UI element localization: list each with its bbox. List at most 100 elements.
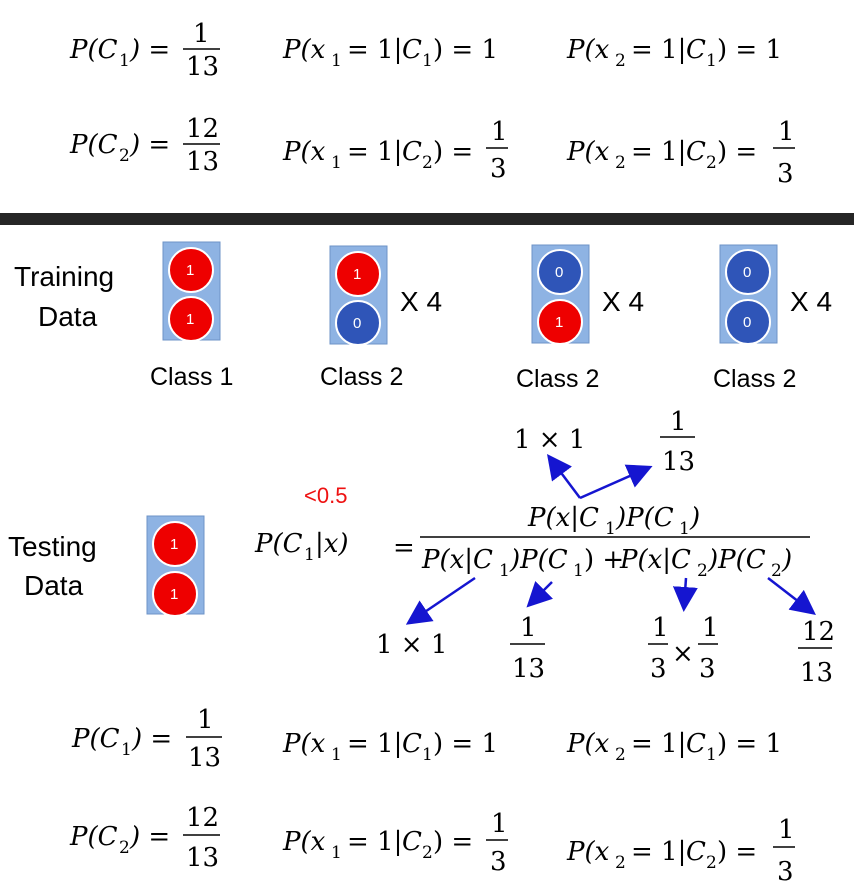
fraction-denominator: 13 bbox=[186, 147, 219, 177]
prob-x2-given-c1-bottom: P(x 2 = 1| C 1 ) = 1 bbox=[566, 729, 782, 765]
svg-text:1: 1 bbox=[422, 51, 433, 71]
svg-text:) =: ) = bbox=[129, 130, 170, 160]
svg-text:13: 13 bbox=[188, 743, 221, 773]
prob-p-c1-bottom: P(C 1 ) = 1 13 bbox=[71, 705, 222, 773]
svg-text:1: 1 bbox=[331, 153, 342, 173]
prob-x1-given-c1-bottom: P(x 1 = 1| C 1 ) = 1 bbox=[282, 729, 498, 765]
svg-text:P(x|C: P(x|C bbox=[619, 545, 691, 575]
svg-text:= 1|: = 1| bbox=[631, 137, 686, 167]
bayes-denominator: P(x|C 1 )P(C 1 ) + P(x|C 2 )P(C 2 ) bbox=[421, 545, 792, 581]
svg-text:13: 13 bbox=[512, 654, 545, 684]
svg-text:1: 1 bbox=[422, 745, 433, 765]
svg-text:P(x|C: P(x|C bbox=[421, 545, 493, 575]
svg-text:)P(C: )P(C bbox=[707, 545, 766, 575]
svg-text:P(x: P(x bbox=[566, 35, 610, 65]
svg-text:= 1|: = 1| bbox=[347, 35, 402, 65]
svg-text:= 1|: = 1| bbox=[347, 729, 402, 759]
svg-text:) =: ) = bbox=[129, 35, 170, 65]
bayes-numerator: P(x|C 1 )P(C 1 ) bbox=[527, 503, 700, 539]
training-sample-class2-c: 0 0 X 4 Class 2 bbox=[713, 244, 832, 393]
bottom-probabilities: P(C 1 ) = 1 13 P(x 1 = 1| C 1 ) = 1 P(x … bbox=[69, 705, 795, 887]
svg-text:1: 1 bbox=[706, 745, 717, 765]
ball-label: 0 bbox=[743, 264, 751, 281]
svg-text:P(x|C: P(x|C bbox=[527, 503, 599, 533]
svg-text:P(x: P(x bbox=[282, 827, 326, 857]
section-divider bbox=[0, 213, 854, 225]
svg-text:) = 1: ) = 1 bbox=[433, 35, 498, 65]
svg-text:P(C: P(C bbox=[69, 35, 118, 65]
svg-text:1: 1 bbox=[702, 613, 719, 643]
fraction-denominator: 13 bbox=[186, 52, 219, 82]
svg-text:): ) bbox=[781, 545, 792, 575]
svg-text:) =: ) = bbox=[717, 137, 757, 167]
ball-label: 1 bbox=[555, 314, 563, 331]
svg-text:) +: ) + bbox=[584, 545, 624, 575]
svg-text:3: 3 bbox=[699, 654, 716, 684]
svg-text:2: 2 bbox=[697, 561, 708, 581]
svg-text:2: 2 bbox=[422, 843, 433, 863]
ball-label: 1 bbox=[186, 262, 194, 279]
svg-text:3: 3 bbox=[490, 847, 507, 877]
svg-text:) =: ) = bbox=[129, 822, 170, 852]
svg-text:1: 1 bbox=[778, 815, 795, 845]
multiplier: X 4 bbox=[790, 286, 832, 317]
fraction-numerator: 1 bbox=[193, 19, 210, 49]
training-label: Training bbox=[14, 261, 114, 292]
svg-text:C: C bbox=[686, 137, 706, 167]
svg-text:1: 1 bbox=[121, 740, 132, 760]
svg-text:C: C bbox=[686, 837, 706, 867]
svg-text:2: 2 bbox=[119, 146, 130, 166]
svg-text:C: C bbox=[402, 137, 422, 167]
svg-text:C: C bbox=[402, 729, 422, 759]
svg-text:3: 3 bbox=[490, 154, 507, 184]
svg-text:1: 1 bbox=[331, 745, 342, 765]
svg-text:C: C bbox=[402, 35, 422, 65]
svg-text:|x): |x) bbox=[315, 529, 349, 559]
svg-text:2: 2 bbox=[119, 838, 130, 858]
svg-text:) =: ) = bbox=[717, 837, 757, 867]
svg-text:3: 3 bbox=[777, 159, 794, 189]
prob-x2-given-c2-bottom: P(x 2 = 1| C 2 ) = 1 3 bbox=[566, 815, 795, 887]
ball-label: 0 bbox=[353, 315, 361, 332]
svg-text:) = 1: ) = 1 bbox=[717, 729, 782, 759]
svg-text:) =: ) = bbox=[433, 137, 473, 167]
ball-label: 1 bbox=[186, 311, 194, 328]
testing-label: Testing bbox=[8, 531, 97, 562]
svg-text:1: 1 bbox=[331, 51, 342, 71]
svg-text:P(x: P(x bbox=[282, 35, 326, 65]
svg-text:3: 3 bbox=[777, 857, 794, 887]
svg-text:2: 2 bbox=[771, 561, 782, 581]
ball-label: 1 bbox=[170, 536, 178, 553]
annotation-likelihood-denominator: 1 × 1 bbox=[376, 630, 447, 660]
annotation-likelihood: 1 × 1 bbox=[514, 425, 585, 455]
training-sample-class2-a: 1 0 X 4 Class 2 bbox=[320, 245, 442, 391]
svg-text:P(C: P(C bbox=[71, 724, 120, 754]
svg-text:= 1|: = 1| bbox=[347, 137, 402, 167]
prob-x1-given-c2-bottom: P(x 1 = 1| C 2 ) = 1 3 bbox=[282, 809, 508, 877]
svg-text:1: 1 bbox=[331, 843, 342, 863]
svg-text:P(x: P(x bbox=[566, 729, 610, 759]
prob-p-c2: P(C 2 ) = 12 13 bbox=[69, 114, 220, 177]
annotation-likelihood-c2: 1 3 × 1 3 bbox=[648, 613, 719, 684]
svg-text:P(C: P(C bbox=[254, 529, 303, 559]
svg-text:)P(C: )P(C bbox=[509, 545, 568, 575]
svg-text:3: 3 bbox=[650, 654, 667, 684]
posterior-lhs: P(C 1 |x) bbox=[254, 529, 349, 565]
prob-x1-given-c1: P(x 1 = 1| C 1 ) = 1 bbox=[282, 35, 498, 71]
prob-x2-given-c1: P(x 2 = 1| C 1 ) = 1 bbox=[566, 35, 782, 71]
svg-text:1: 1 bbox=[652, 613, 669, 643]
multiplier: X 4 bbox=[400, 286, 442, 317]
svg-text:1: 1 bbox=[605, 519, 616, 539]
annotation-arrows bbox=[405, 454, 816, 625]
testing-sample: 1 1 bbox=[146, 515, 205, 617]
svg-text:P(x: P(x bbox=[566, 137, 610, 167]
prob-x1-given-c2: P(x 1 = 1| C 2 ) = 1 3 bbox=[282, 117, 508, 184]
svg-text:1: 1 bbox=[670, 407, 687, 437]
svg-text:)P(C: )P(C bbox=[615, 503, 674, 533]
svg-text:= 1|: = 1| bbox=[631, 729, 686, 759]
fraction-numerator: 12 bbox=[186, 114, 219, 144]
svg-text:1: 1 bbox=[679, 519, 690, 539]
class-label: Class 1 bbox=[150, 363, 233, 391]
svg-text:= 1|: = 1| bbox=[631, 837, 686, 867]
